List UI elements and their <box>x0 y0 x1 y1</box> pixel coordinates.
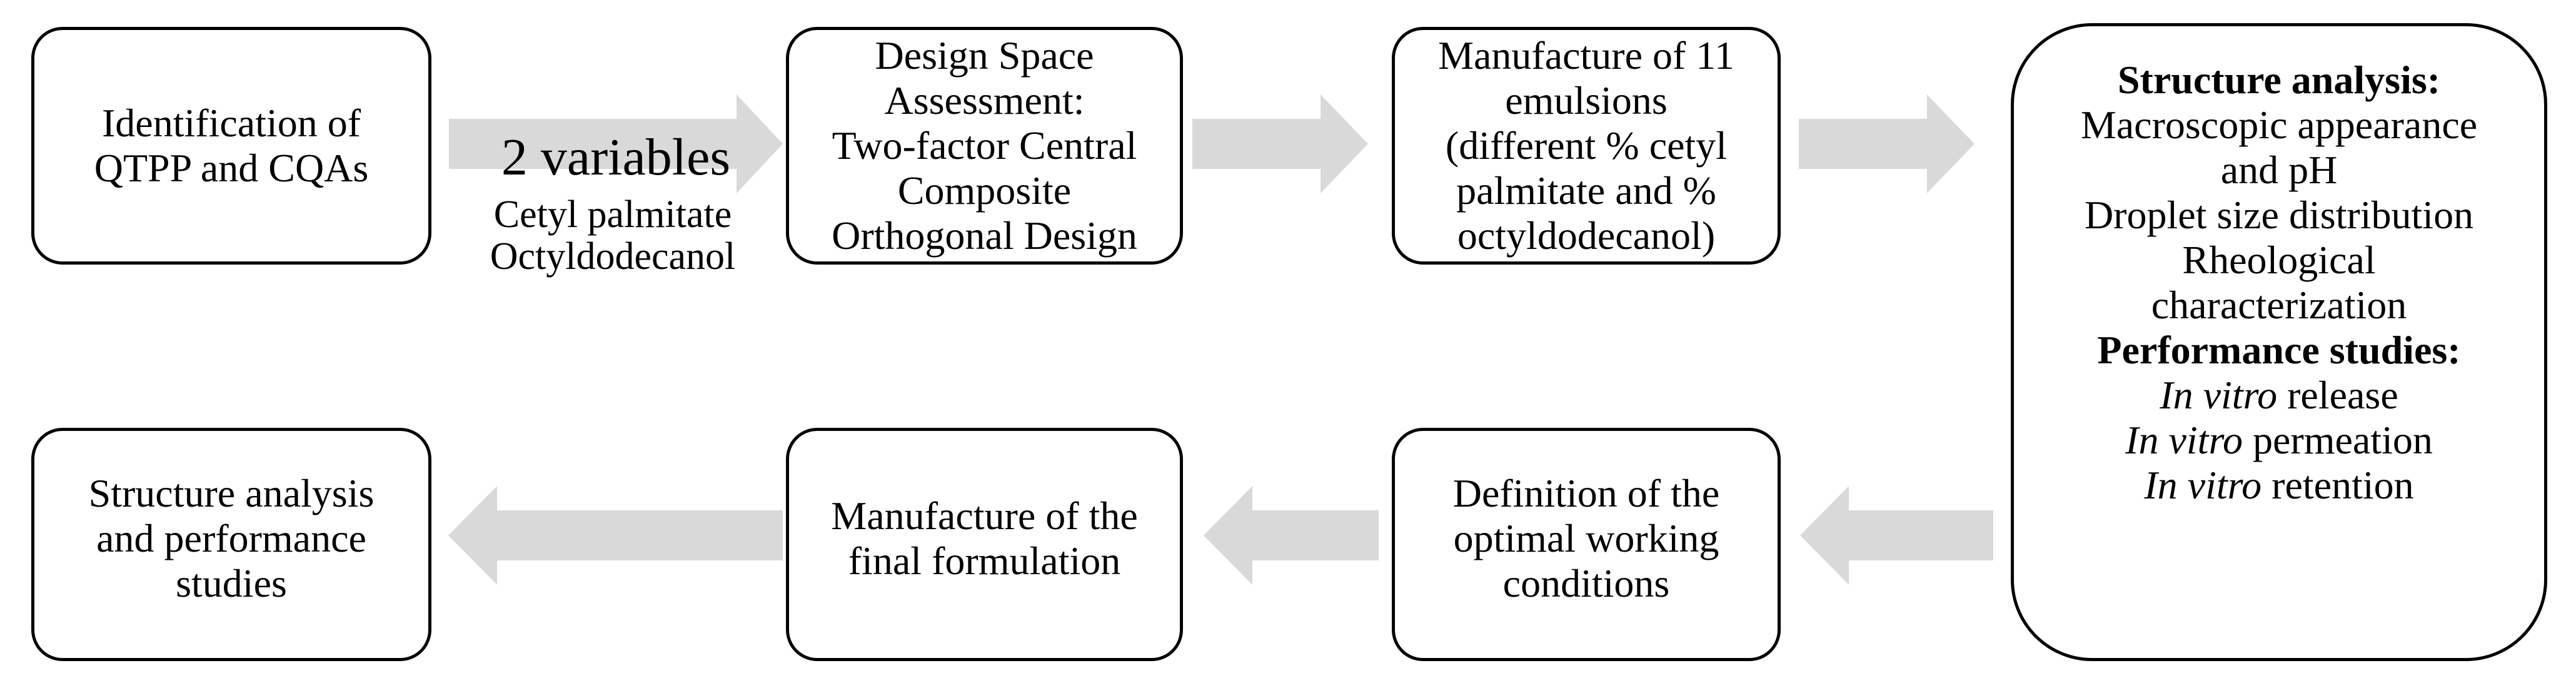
text-line: Structure analysis <box>88 470 375 515</box>
arrow-label-2-variables: 2 variables <box>501 128 731 186</box>
flow-box-structure-analysis-performance-studies: Structure analysis:Macroscopic appearanc… <box>2011 23 2547 661</box>
left-arrow-icon <box>448 486 783 585</box>
text-line: Structure analysis: <box>2117 58 2441 102</box>
text-line: Composite <box>897 168 1072 213</box>
text-line: Manufacture of the <box>831 493 1138 538</box>
text-line: optimal working <box>1453 515 1719 560</box>
text-line: Cetyl palmitate <box>493 193 732 236</box>
text-line: In vitro release <box>2160 373 2398 417</box>
text-line: In vitro retention <box>2144 463 2414 507</box>
text-line: Identification of <box>101 101 361 145</box>
right-arrow-icon <box>449 94 783 193</box>
text-line: Definition of the <box>1452 470 1720 515</box>
text-line: studies <box>176 560 287 605</box>
left-arrow-icon <box>1800 486 1993 585</box>
text-line: Assessment: <box>884 78 1085 123</box>
right-arrow-icon <box>1192 94 1368 193</box>
text-line: final formulation <box>848 538 1121 583</box>
text-line: conditions <box>1502 560 1670 605</box>
text-line: Rheological <box>2182 238 2376 282</box>
text-line: octyldodecanol) <box>1457 213 1716 258</box>
text-line: Manufacture of 11 <box>1438 33 1734 78</box>
text-line: and performance <box>96 515 366 560</box>
text-line: emulsions <box>1505 78 1668 123</box>
text-line: palmitate and % <box>1456 168 1716 213</box>
text-line: characterization <box>2151 283 2407 327</box>
text-line: Octyldodecanol <box>490 235 736 278</box>
text-line: Performance studies: <box>2097 328 2461 372</box>
text-line: Two-factor Central <box>832 123 1137 168</box>
text-line: (different % cetyl <box>1445 123 1728 168</box>
text-line: Orthogonal Design <box>832 213 1137 258</box>
left-arrow-icon <box>1204 486 1379 585</box>
italic-text: In vitro <box>2160 373 2278 417</box>
right-arrow-icon <box>1799 94 1975 193</box>
italic-text: In vitro <box>2125 418 2243 462</box>
text-line: Design Space <box>875 33 1094 78</box>
text-line: Macroscopic appearance <box>2080 103 2478 147</box>
text-line: QTPP and CQAs <box>94 146 369 190</box>
box-text: Structure analysis:Macroscopic appearanc… <box>2014 26 2544 508</box>
text-line: In vitro permeation <box>2125 418 2433 462</box>
text-line: and pH <box>2220 148 2338 192</box>
italic-text: In vitro <box>2144 463 2262 507</box>
text-line: Droplet size distribution <box>2084 193 2474 237</box>
